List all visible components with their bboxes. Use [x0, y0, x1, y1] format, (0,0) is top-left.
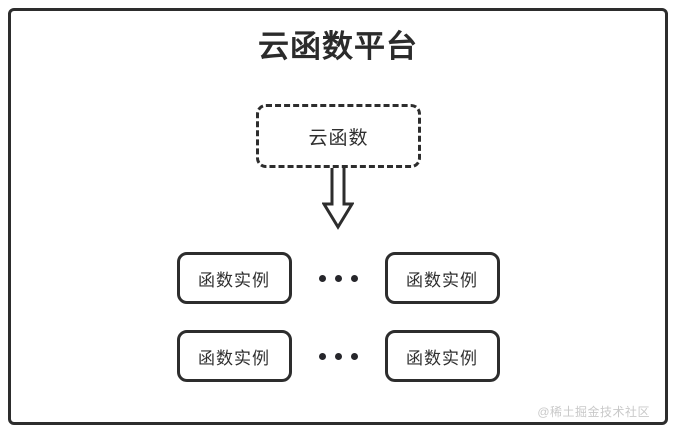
cloud-function-label: 云函数 [308, 127, 369, 149]
function-instance-node: 函数实例 [176, 330, 292, 382]
ellipsis-dot [318, 274, 326, 282]
function-instance-label: 函数实例 [198, 348, 270, 368]
function-instance-node: 函数实例 [384, 330, 500, 382]
ellipsis-dot [334, 274, 342, 282]
instance-row: 函数实例 函数实例 [0, 330, 676, 382]
downward-arrow-icon [321, 168, 355, 230]
function-instance-node: 函数实例 [384, 252, 500, 304]
ellipsis-icon [292, 252, 385, 304]
instance-row: 函数实例 函数实例 [0, 252, 676, 304]
watermark-label: @稀土掘金技术社区 [537, 405, 650, 419]
page-title: 云函数平台 [258, 29, 418, 64]
function-instance-label: 函数实例 [406, 348, 478, 368]
ellipsis-dot [350, 274, 358, 282]
function-instance-label: 函数实例 [406, 270, 478, 290]
ellipsis-dot [334, 352, 342, 360]
ellipsis-dot [318, 352, 326, 360]
ellipsis-icon [292, 330, 385, 382]
function-instance-node: 函数实例 [176, 252, 292, 304]
function-instance-label: 函数实例 [198, 270, 270, 290]
ellipsis-dot [350, 352, 358, 360]
cloud-function-node: 云函数 [256, 104, 421, 168]
